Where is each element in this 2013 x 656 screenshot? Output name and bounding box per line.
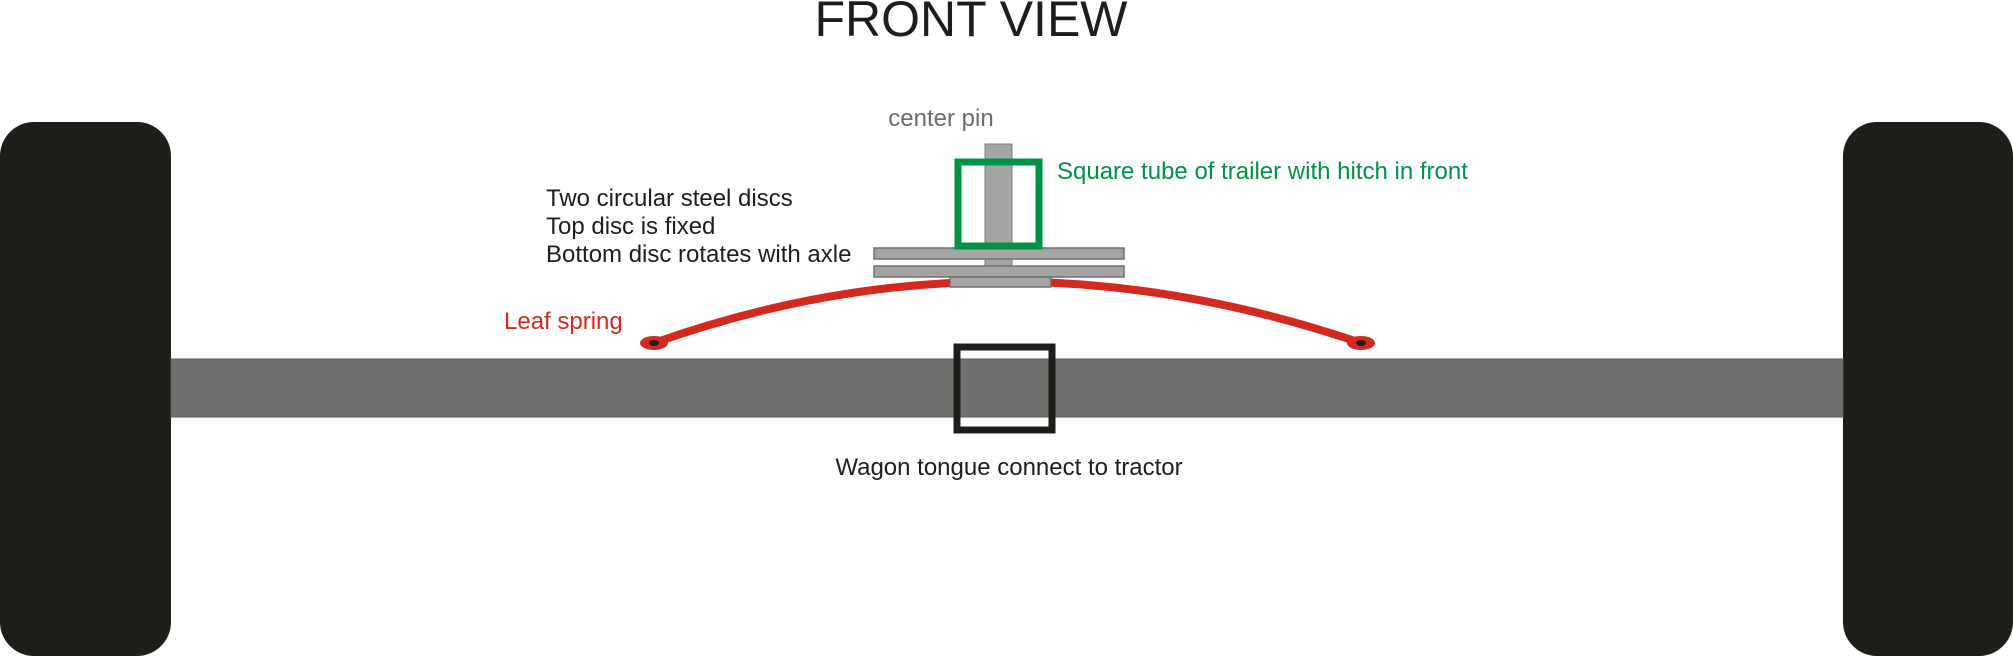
bottom-disc	[873, 265, 1125, 278]
leaf-spring	[650, 277, 1365, 347]
leaf-spring-label: Leaf spring	[504, 308, 623, 335]
left-wheel	[0, 122, 171, 656]
leaf-spring-right-eye-hole	[1356, 340, 1366, 346]
spring-mount-plate	[949, 276, 1052, 288]
square-tube-label: Square tube of trailer with hitch in fro…	[1057, 158, 1468, 185]
center-pin-label: center pin	[888, 105, 993, 132]
diagram-title: FRONT VIEW	[815, 0, 1129, 47]
wagon-tongue-label: Wagon tongue connect to tractor	[835, 454, 1182, 481]
discs-label-line2: Top disc is fixed	[546, 213, 715, 240]
axle	[170, 358, 1844, 418]
leaf-spring-left-eye-hole	[649, 340, 659, 346]
right-wheel	[1843, 122, 2013, 656]
wagon-tongue-square	[953, 343, 1056, 434]
discs-label-line1: Two circular steel discs	[546, 185, 793, 212]
square-tube-of-trailer	[954, 158, 1043, 250]
top-disc	[873, 247, 1125, 260]
discs-label-line3: Bottom disc rotates with axle	[546, 241, 851, 268]
